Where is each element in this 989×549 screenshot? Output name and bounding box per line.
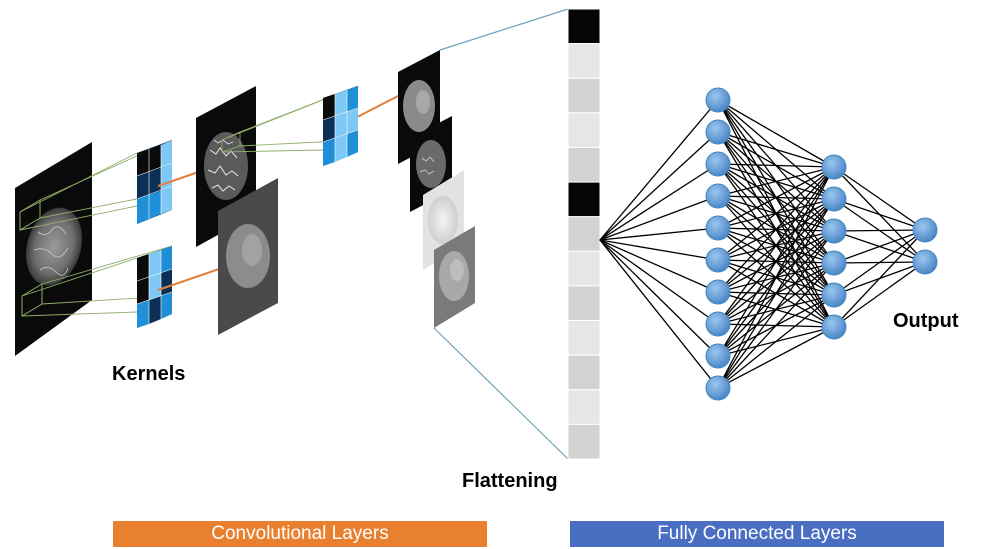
fc-edge: [717, 166, 835, 325]
flatten-guides: [433, 8, 569, 460]
fc-edge: [717, 230, 835, 389]
neuron-node: [705, 215, 731, 241]
fc-edge: [599, 239, 719, 389]
flattened-cell: [567, 43, 601, 79]
fc-edge: [717, 166, 835, 357]
input-image: [15, 142, 92, 356]
neuron-node: [821, 282, 847, 308]
neuron-node: [705, 311, 731, 337]
flattened-cell: [567, 250, 601, 287]
flattened-cell: [567, 389, 601, 425]
fc-edge: [717, 166, 835, 389]
fc-edge: [833, 166, 926, 231]
neuron-node: [705, 375, 731, 401]
fc-edge: [833, 198, 926, 231]
fc-edge: [599, 239, 719, 293]
neuron-node: [705, 183, 731, 209]
neuron-node: [821, 314, 847, 340]
fc-nodes: [705, 87, 938, 401]
fc-edge: [599, 239, 719, 325]
neuron-node: [821, 186, 847, 212]
fc-edge: [599, 195, 719, 241]
fc-edge: [599, 163, 719, 241]
neuron-node: [821, 218, 847, 244]
kernel-second-layer: [322, 86, 359, 166]
kernel-connectors: [157, 94, 401, 291]
fc-edge: [717, 131, 835, 168]
neuron-node: [705, 279, 731, 305]
output-node: [912, 217, 938, 243]
fc-edge: [717, 262, 835, 389]
flattened-cell: [567, 285, 601, 321]
fc-edge: [717, 198, 835, 389]
flattened-cell: [567, 181, 601, 218]
neuron-node: [705, 343, 731, 369]
flattening-label: Flattening: [462, 470, 558, 492]
flattened-cell: [567, 112, 601, 148]
neuron-node: [821, 250, 847, 276]
fc-edge: [599, 131, 719, 241]
flattened-cell: [567, 147, 601, 183]
fc-edge: [599, 239, 719, 357]
fc-edge: [599, 239, 719, 261]
flattened-cell: [567, 320, 601, 356]
fc-edges: [599, 99, 926, 389]
fc-edge: [717, 166, 835, 197]
fc-edge: [599, 99, 719, 241]
fc-edge: [833, 229, 926, 328]
flattened-cell: [567, 354, 601, 391]
flattened-cell: [567, 77, 601, 114]
neuron-node: [705, 87, 731, 113]
flattened-cell: [567, 216, 601, 252]
fc-edge: [717, 326, 835, 389]
fc-edge: [717, 294, 835, 389]
fc-edge: [833, 261, 926, 328]
flattened-cell: [567, 423, 601, 460]
output-label: Output: [893, 310, 959, 332]
neuron-node: [705, 247, 731, 273]
kernel-bottom: [136, 246, 173, 328]
neuron-node: [821, 154, 847, 180]
convolutional-layers-label: Convolutional Layers: [211, 523, 389, 544]
feature-map-6: [434, 226, 475, 328]
neuron-node: [705, 119, 731, 145]
fc-edge: [717, 166, 835, 261]
flattened-cell: [567, 8, 601, 45]
fc-edge: [833, 229, 926, 296]
fc-edge: [833, 229, 926, 232]
fc-edge: [717, 163, 835, 168]
fc-edge: [717, 166, 835, 293]
neuron-node: [705, 151, 731, 177]
kernels-label: Kernels: [112, 363, 186, 385]
fc-edge: [599, 227, 719, 241]
fc-edge: [717, 166, 835, 229]
fully-connected-layers-label: Fully Connected Layers: [657, 523, 857, 544]
output-node: [912, 249, 938, 275]
fc-edge: [717, 99, 835, 168]
flattened-vector: [567, 8, 601, 460]
fully-connected-layers-bar: Fully Connected Layers: [570, 521, 944, 547]
feature-map-2: [218, 178, 278, 335]
fc-edge: [833, 229, 926, 264]
convolutional-layers-bar: Convolutional Layers: [113, 521, 487, 547]
